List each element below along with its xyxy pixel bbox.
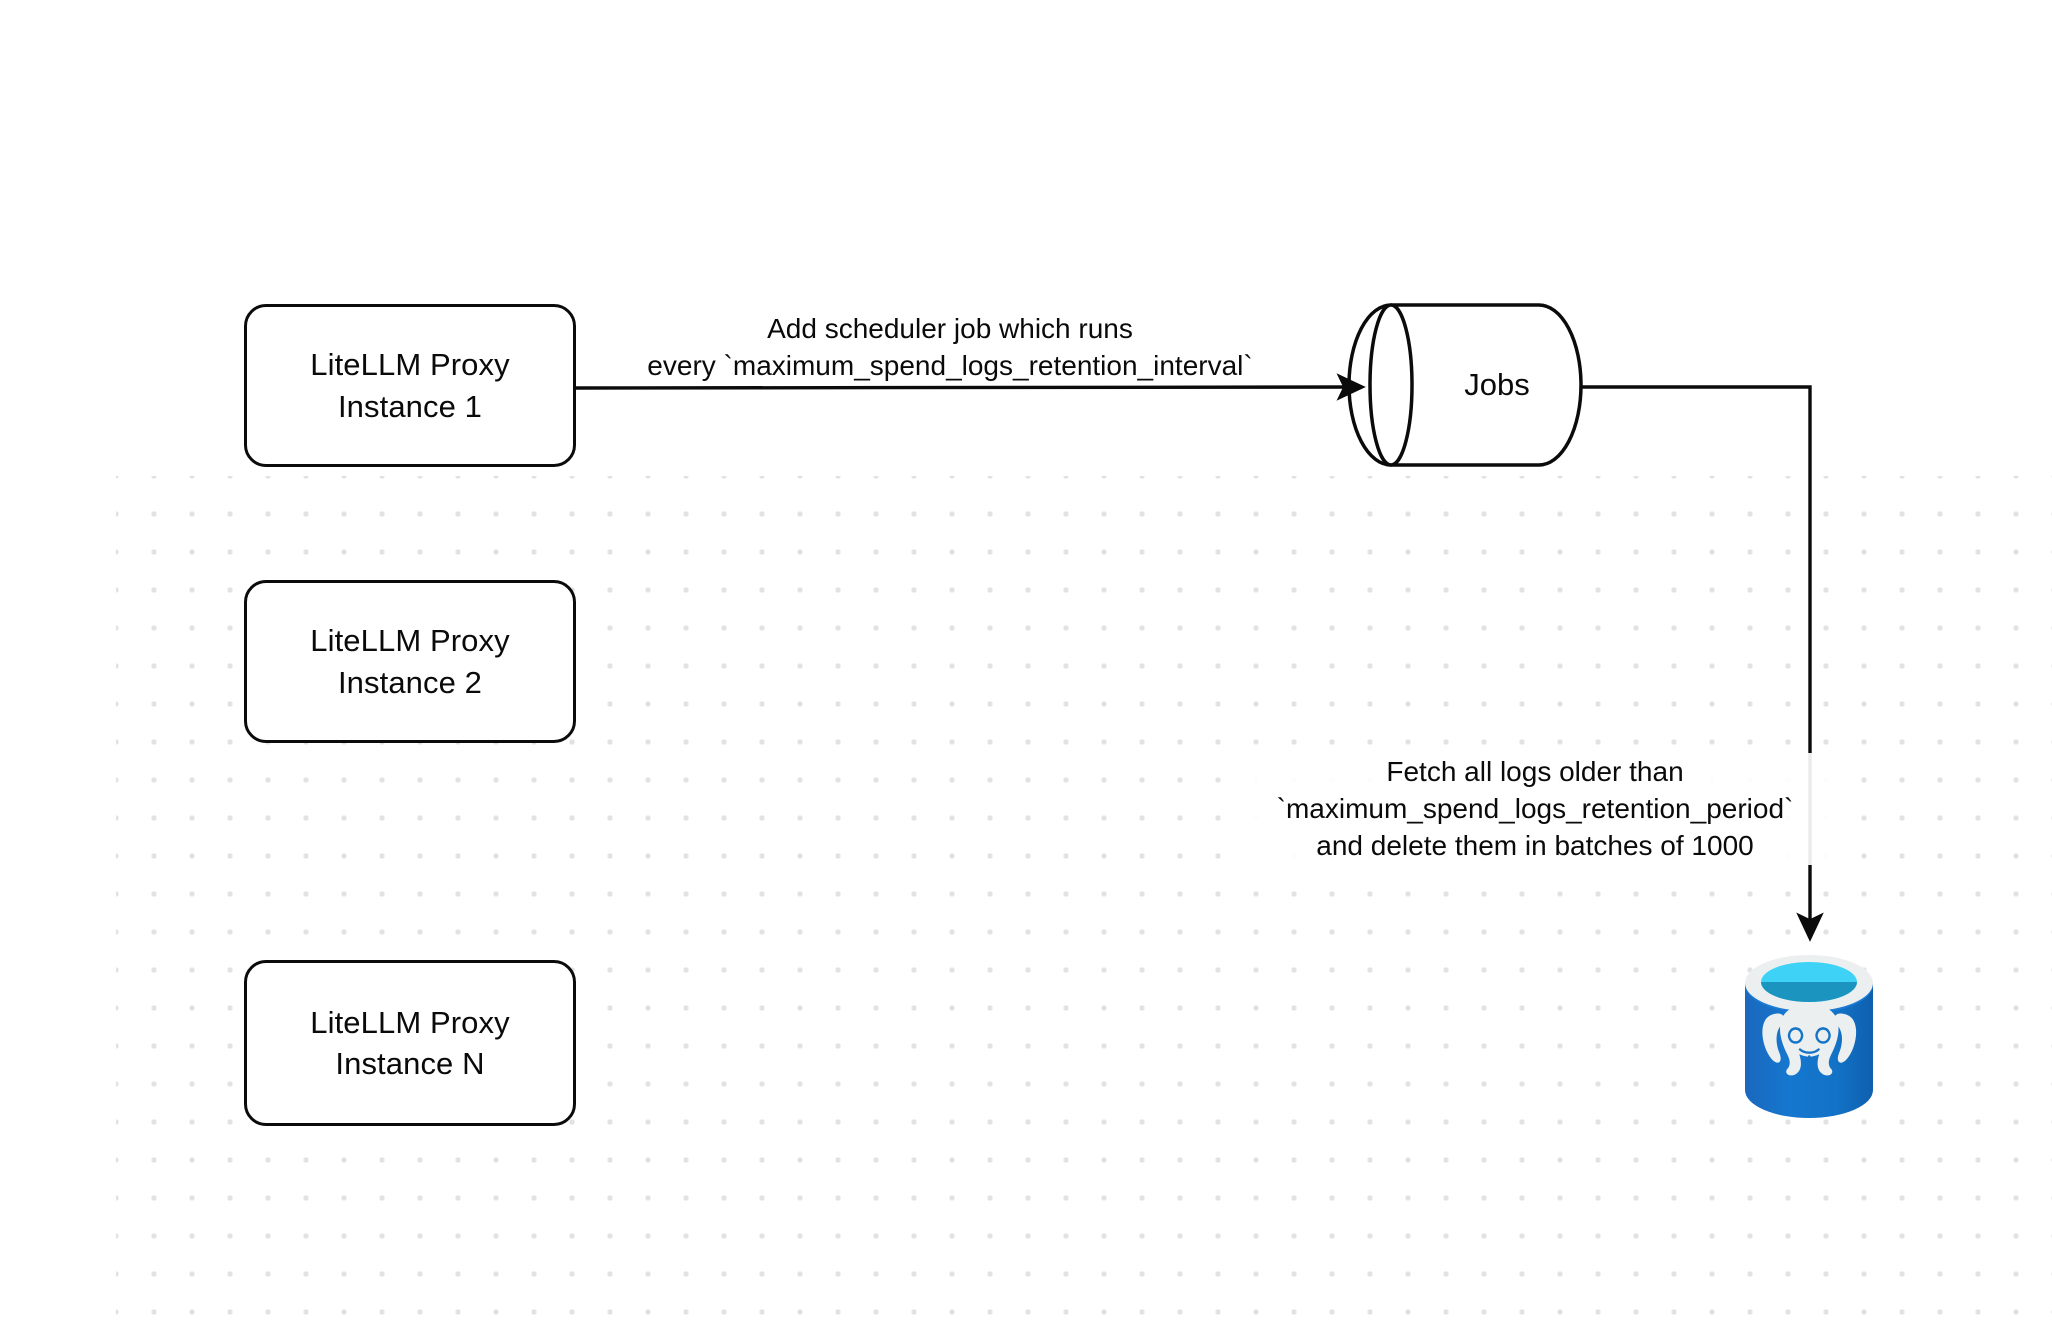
postgresql-elephant-details [1787,1027,1831,1078]
node-litellm-proxy-instance-2[interactable]: LiteLLM Proxy Instance 2 [244,580,576,743]
edge-label-line-3: and delete them in batches of 1000 [1225,827,1845,865]
postgresql-database-icon [1745,955,1873,1118]
edge-label-add-scheduler-job: Add scheduler job which runs every `maxi… [600,310,1300,385]
edge-label-line-2: `maximum_spend_logs_retention_period` [1225,790,1845,828]
edge-label-line-2: every `maximum_spend_logs_retention_inte… [600,347,1300,385]
edge-label-line-1: Fetch all logs older than [1225,753,1845,791]
node-jobs-label[interactable]: Jobs [1464,367,1530,402]
jobs-cylinder-shape [1347,303,1583,467]
node-litellm-proxy-instance-n[interactable]: LiteLLM Proxy Instance N [244,960,576,1126]
edge-label-fetch-and-delete-logs: Fetch all logs older than `maximum_spend… [1225,753,1845,865]
edge-proxy1-to-jobs [575,373,1366,401]
postgresql-elephant-glyph [1762,1003,1857,1076]
node-litellm-proxy-instance-1[interactable]: LiteLLM Proxy Instance 1 [244,304,576,467]
edge-label-line-1: Add scheduler job which runs [600,310,1300,348]
